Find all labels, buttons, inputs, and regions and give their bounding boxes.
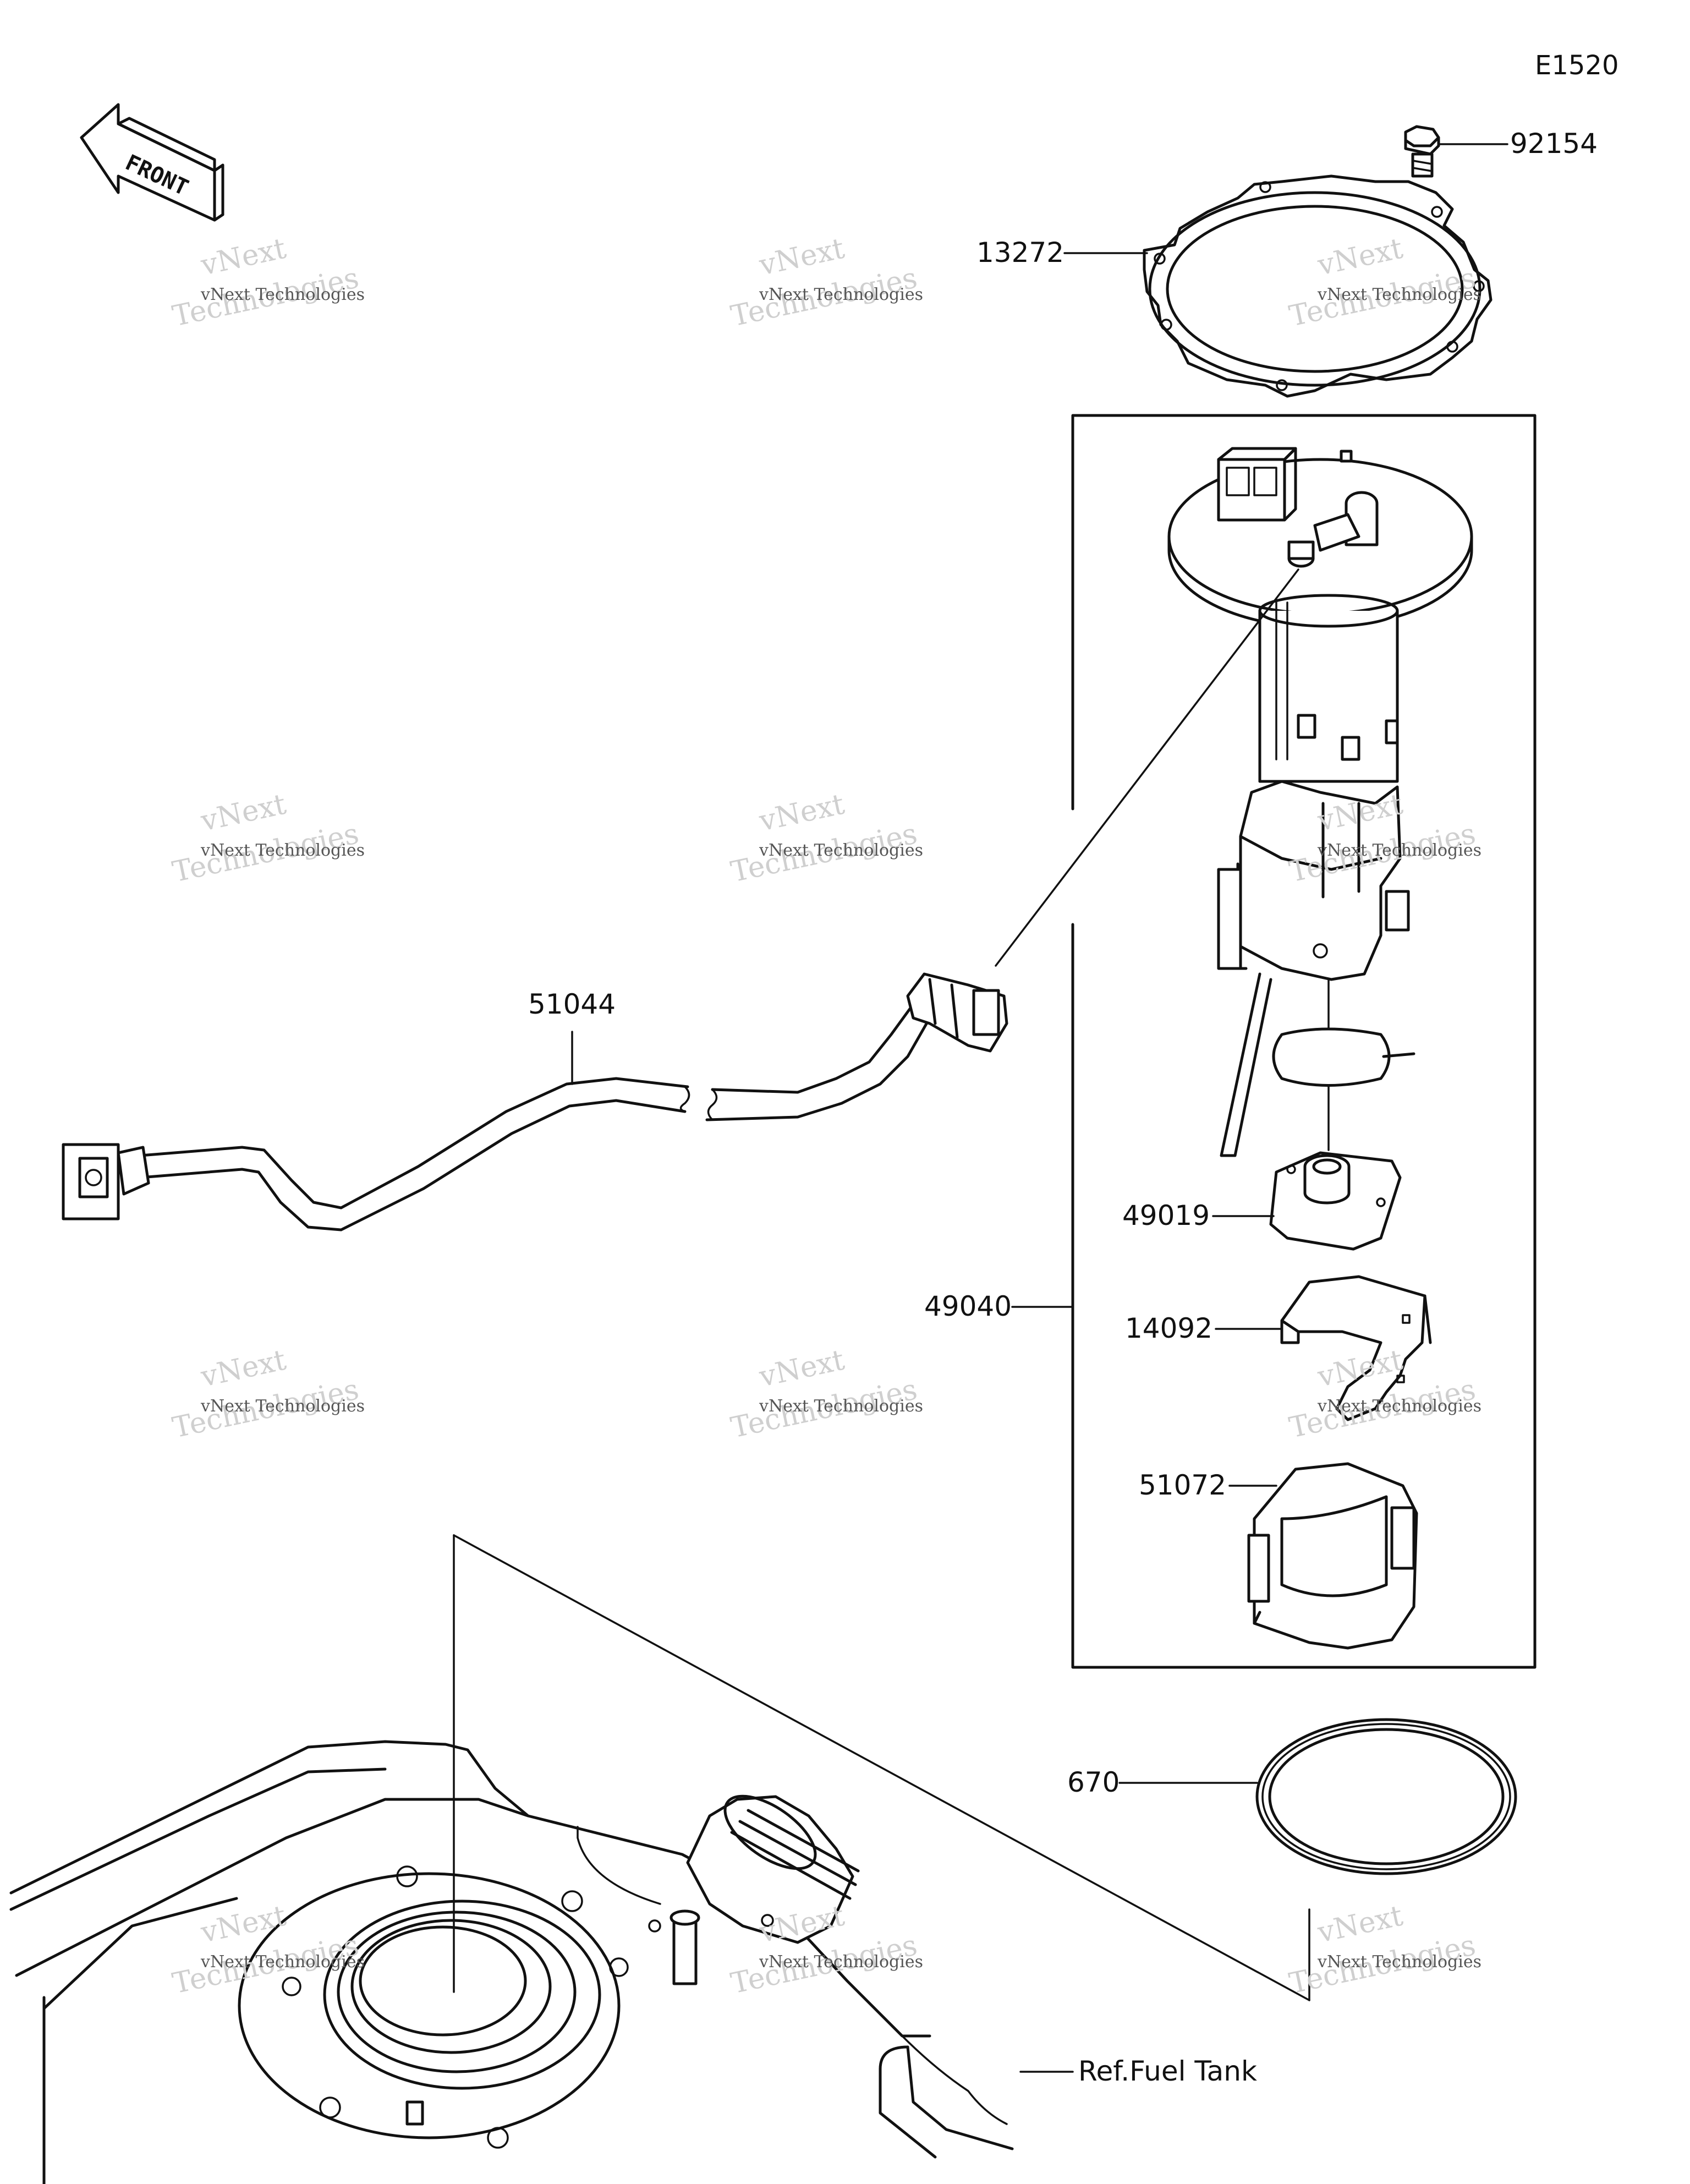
gasket-13272 <box>1143 174 1493 398</box>
part-label-670: 670 <box>1067 1766 1120 1798</box>
svg-text:vNext: vNext <box>197 1344 289 1394</box>
svg-text:vNext Technologies: vNext Technologies <box>1317 841 1482 860</box>
svg-text:vNext Technologies: vNext Technologies <box>1317 285 1482 304</box>
svg-text:vNext: vNext <box>756 232 847 282</box>
svg-text:vNext Technologies: vNext Technologies <box>759 1397 923 1416</box>
svg-text:vNext Technologies: vNext Technologies <box>759 1952 923 1972</box>
part-label-92154: 92154 <box>1510 128 1598 160</box>
ref-fuel-tank-label: Ref.Fuel Tank <box>1078 2055 1257 2087</box>
wire-harness-51044 <box>62 972 1008 1231</box>
svg-text:vNext: vNext <box>197 788 289 838</box>
fuel-pump-assembly <box>1167 447 1473 1157</box>
filter-49019 <box>1269 1151 1402 1251</box>
watermark: vNext Technologies vNext Technologies <box>169 1900 365 2001</box>
diagram-code: E1520 <box>1535 50 1618 81</box>
part-label-14092: 14092 <box>1125 1312 1212 1344</box>
svg-text:vNext Technologies: vNext Technologies <box>200 285 365 304</box>
part-label-49019: 49019 <box>1122 1200 1210 1231</box>
part-label-51044: 51044 <box>528 988 616 1020</box>
assembly-frame-49040 <box>1071 414 1537 1669</box>
watermark: vNext Technologies vNext Technologies <box>728 1344 923 1445</box>
watermark: vNext Technologies vNext Technologies <box>169 788 365 889</box>
part-label-13272: 13272 <box>976 237 1064 269</box>
fuel-tank <box>9 1740 1014 2184</box>
watermark: vNext Technologies vNext Technologies <box>728 788 923 889</box>
svg-text:vNext: vNext <box>756 788 847 838</box>
svg-text:vNext Technologies: vNext Technologies <box>759 285 923 304</box>
svg-text:vNext Technologies: vNext Technologies <box>1317 1397 1482 1416</box>
watermark: vNext Technologies vNext Technologies <box>728 232 923 333</box>
front-arrow-icon: FRONT <box>80 103 224 222</box>
watermark: vNext Technologies vNext Technologies <box>169 1344 365 1445</box>
holder-51072 <box>1247 1462 1418 1650</box>
svg-text:vNext Technologies: vNext Technologies <box>759 841 923 860</box>
svg-text:vNext Technologies: vNext Technologies <box>200 1952 365 1972</box>
svg-text:vNext: vNext <box>756 1344 847 1394</box>
bolt-92154 <box>1404 125 1440 178</box>
watermark: vNext Technologies vNext Technologies <box>169 232 365 333</box>
svg-text:vNext Technologies: vNext Technologies <box>200 841 365 860</box>
part-label-51072: 51072 <box>1139 1469 1226 1501</box>
seal-ring-670 <box>1255 1718 1517 1875</box>
watermark: vNext Technologies vNext Technologies <box>1286 1900 1482 2001</box>
svg-text:vNext Technologies: vNext Technologies <box>200 1397 365 1416</box>
svg-text:vNext: vNext <box>197 232 289 282</box>
svg-text:vNext: vNext <box>1314 1900 1406 1950</box>
svg-text:vNext Technologies: vNext Technologies <box>1317 1952 1482 1972</box>
watermark: vNext Technologies vNext Technologies <box>1286 1344 1482 1445</box>
svg-text:vNext: vNext <box>197 1900 289 1950</box>
clip-14092 <box>1280 1275 1432 1421</box>
part-label-49040: 49040 <box>924 1290 1012 1322</box>
